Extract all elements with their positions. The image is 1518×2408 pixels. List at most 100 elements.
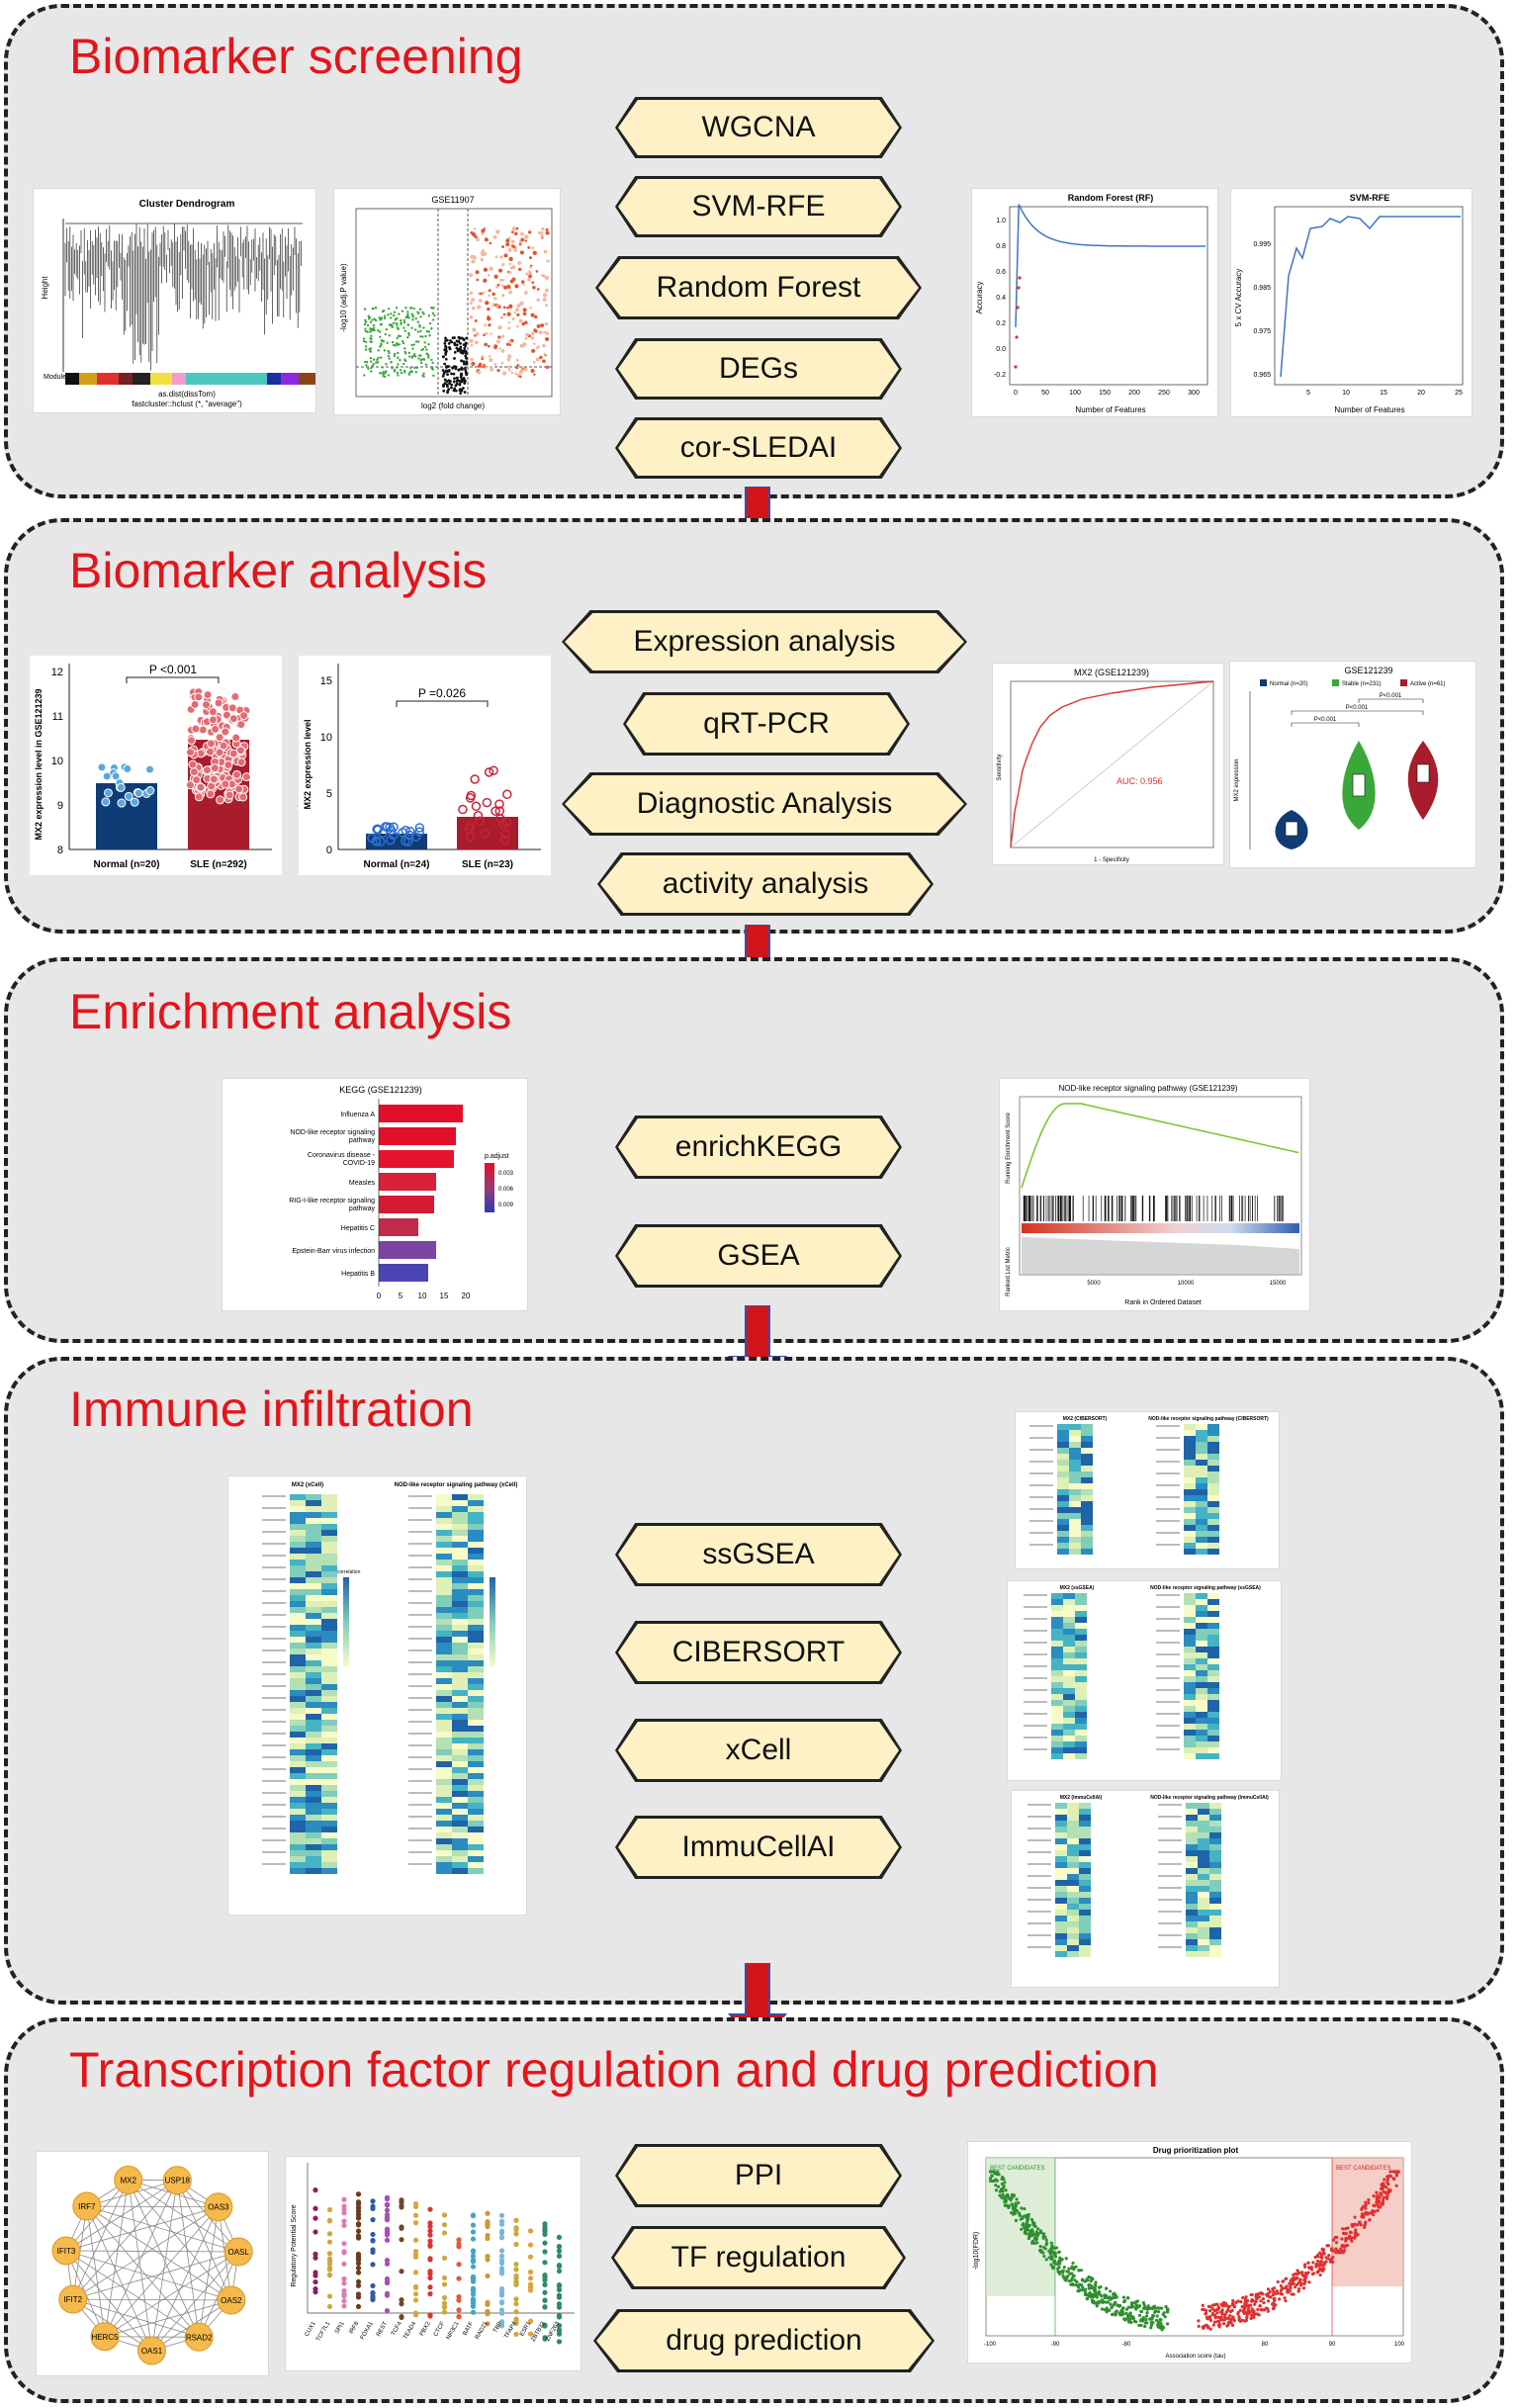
volcano-point xyxy=(372,326,376,329)
heatmap-cell xyxy=(1184,1718,1196,1724)
volcano-point xyxy=(417,357,420,360)
heatmap-cell xyxy=(436,1714,452,1720)
heatmap-cell xyxy=(1184,1652,1196,1658)
heatmap-cell xyxy=(1063,1635,1075,1641)
expr1-point xyxy=(202,765,212,775)
volcano-point xyxy=(453,387,457,391)
expr1-point xyxy=(211,724,221,734)
volcano-point xyxy=(380,316,384,319)
volcano-point xyxy=(379,335,382,338)
heatmap-cell xyxy=(1079,1856,1091,1862)
heatmap-cell xyxy=(321,1767,337,1773)
heatmap-cell xyxy=(1051,1730,1063,1736)
heatmap-cell xyxy=(1184,1495,1196,1501)
heatmap-cell xyxy=(1055,1904,1067,1910)
volcano-point xyxy=(450,372,453,376)
drug-point-pos xyxy=(1318,2273,1322,2277)
drug-point-pos xyxy=(1210,2311,1215,2316)
heatmap-cell xyxy=(452,1743,468,1749)
heatmap-cell xyxy=(1067,1832,1079,1838)
volcano-point xyxy=(519,343,524,348)
expr1-point xyxy=(216,795,225,805)
volcano-point xyxy=(364,340,368,343)
volcano-point xyxy=(478,299,483,303)
heatmap-cell xyxy=(468,1613,484,1619)
rf-ytick: 0.0 xyxy=(996,346,1006,353)
drug-point-pos xyxy=(1315,2270,1319,2274)
drug-point-neg xyxy=(1100,2307,1105,2311)
tf-point xyxy=(355,2228,362,2234)
volcano-point xyxy=(544,321,549,326)
volcano-point xyxy=(540,323,545,327)
heatmap-cell xyxy=(1198,1856,1209,1862)
drug-point-pos xyxy=(1375,2200,1379,2204)
drug-point-pos xyxy=(1226,2308,1230,2312)
drug-point-pos xyxy=(1385,2193,1389,2198)
heatmap-row-label xyxy=(1029,1520,1053,1522)
tf-point xyxy=(441,2294,448,2301)
tf-point xyxy=(556,2339,563,2345)
volcano-point xyxy=(471,298,476,303)
heatmap-cell xyxy=(290,1530,306,1536)
volcano-point xyxy=(453,341,457,345)
heatmap-cell xyxy=(1186,1921,1198,1927)
drug-point-pos xyxy=(1295,2272,1299,2276)
volcano-point xyxy=(415,366,418,370)
heatmap-cell xyxy=(1081,1507,1093,1513)
tf-point xyxy=(384,2261,391,2267)
heatmap-cell xyxy=(1184,1635,1196,1641)
volcano-point xyxy=(402,362,405,366)
heatmap-cell xyxy=(1057,1489,1069,1495)
heatmap-row-label xyxy=(1158,1851,1182,1853)
heatmap-cell xyxy=(1069,1543,1081,1549)
expr2-ytick: 10 xyxy=(320,732,332,744)
volcano-point xyxy=(458,382,462,386)
volcano-point xyxy=(500,349,505,353)
ssgsea-title-1: MX2 (ssGSEA) xyxy=(1060,1585,1095,1591)
volcano-point xyxy=(362,337,366,340)
heatmap-cell xyxy=(321,1868,337,1874)
volcano-point xyxy=(410,370,413,374)
heatmap-cell xyxy=(1207,1664,1219,1670)
volcano-point xyxy=(399,358,402,362)
tf-point xyxy=(355,2303,362,2310)
heatmap-cell xyxy=(1198,1821,1209,1827)
drug-point-neg xyxy=(1017,2200,1021,2205)
heatmap-cell xyxy=(1063,1741,1075,1747)
heatmap-cell xyxy=(321,1755,337,1761)
ppi-edge xyxy=(72,2251,239,2300)
drug-point-neg xyxy=(994,2188,999,2192)
volcano-point xyxy=(416,312,420,315)
volcano-point xyxy=(469,338,474,343)
volcano-point xyxy=(533,373,536,376)
volcano-point xyxy=(395,321,399,325)
volcano-point xyxy=(474,318,478,322)
volcano-point xyxy=(385,362,388,366)
heatmap-row-label xyxy=(1027,1816,1051,1818)
tf-point xyxy=(513,2217,519,2223)
heatmap-row-label xyxy=(1027,1911,1051,1913)
drug-point-neg xyxy=(1050,2265,1054,2269)
heatmap-cell xyxy=(1051,1724,1063,1730)
drug-point-neg xyxy=(1065,2270,1069,2274)
heatmap-cell xyxy=(468,1625,484,1631)
step-label: PPI xyxy=(618,2147,899,2204)
heatmap-cell xyxy=(452,1779,468,1785)
tf-point xyxy=(399,2199,404,2205)
module-color-block xyxy=(79,373,97,385)
drug-point-neg xyxy=(1118,2303,1122,2308)
heatmap-cell xyxy=(290,1631,306,1637)
volcano-point xyxy=(457,348,460,352)
gsea-xtick: 10000 xyxy=(1178,1281,1195,1287)
drug-point-neg xyxy=(1114,2300,1117,2304)
volcano-point xyxy=(519,250,524,255)
volcano-point xyxy=(536,298,540,303)
drug-point-pos xyxy=(1383,2178,1386,2182)
drug-point-pos xyxy=(1272,2307,1276,2311)
drug-point-pos xyxy=(1249,2316,1253,2321)
heatmap-cell xyxy=(1196,1730,1207,1736)
heatmap-cell xyxy=(452,1548,468,1554)
heatmap-cell xyxy=(436,1577,452,1583)
drug-point-pos xyxy=(1197,2324,1201,2328)
heatmap-cell xyxy=(1079,1832,1091,1838)
